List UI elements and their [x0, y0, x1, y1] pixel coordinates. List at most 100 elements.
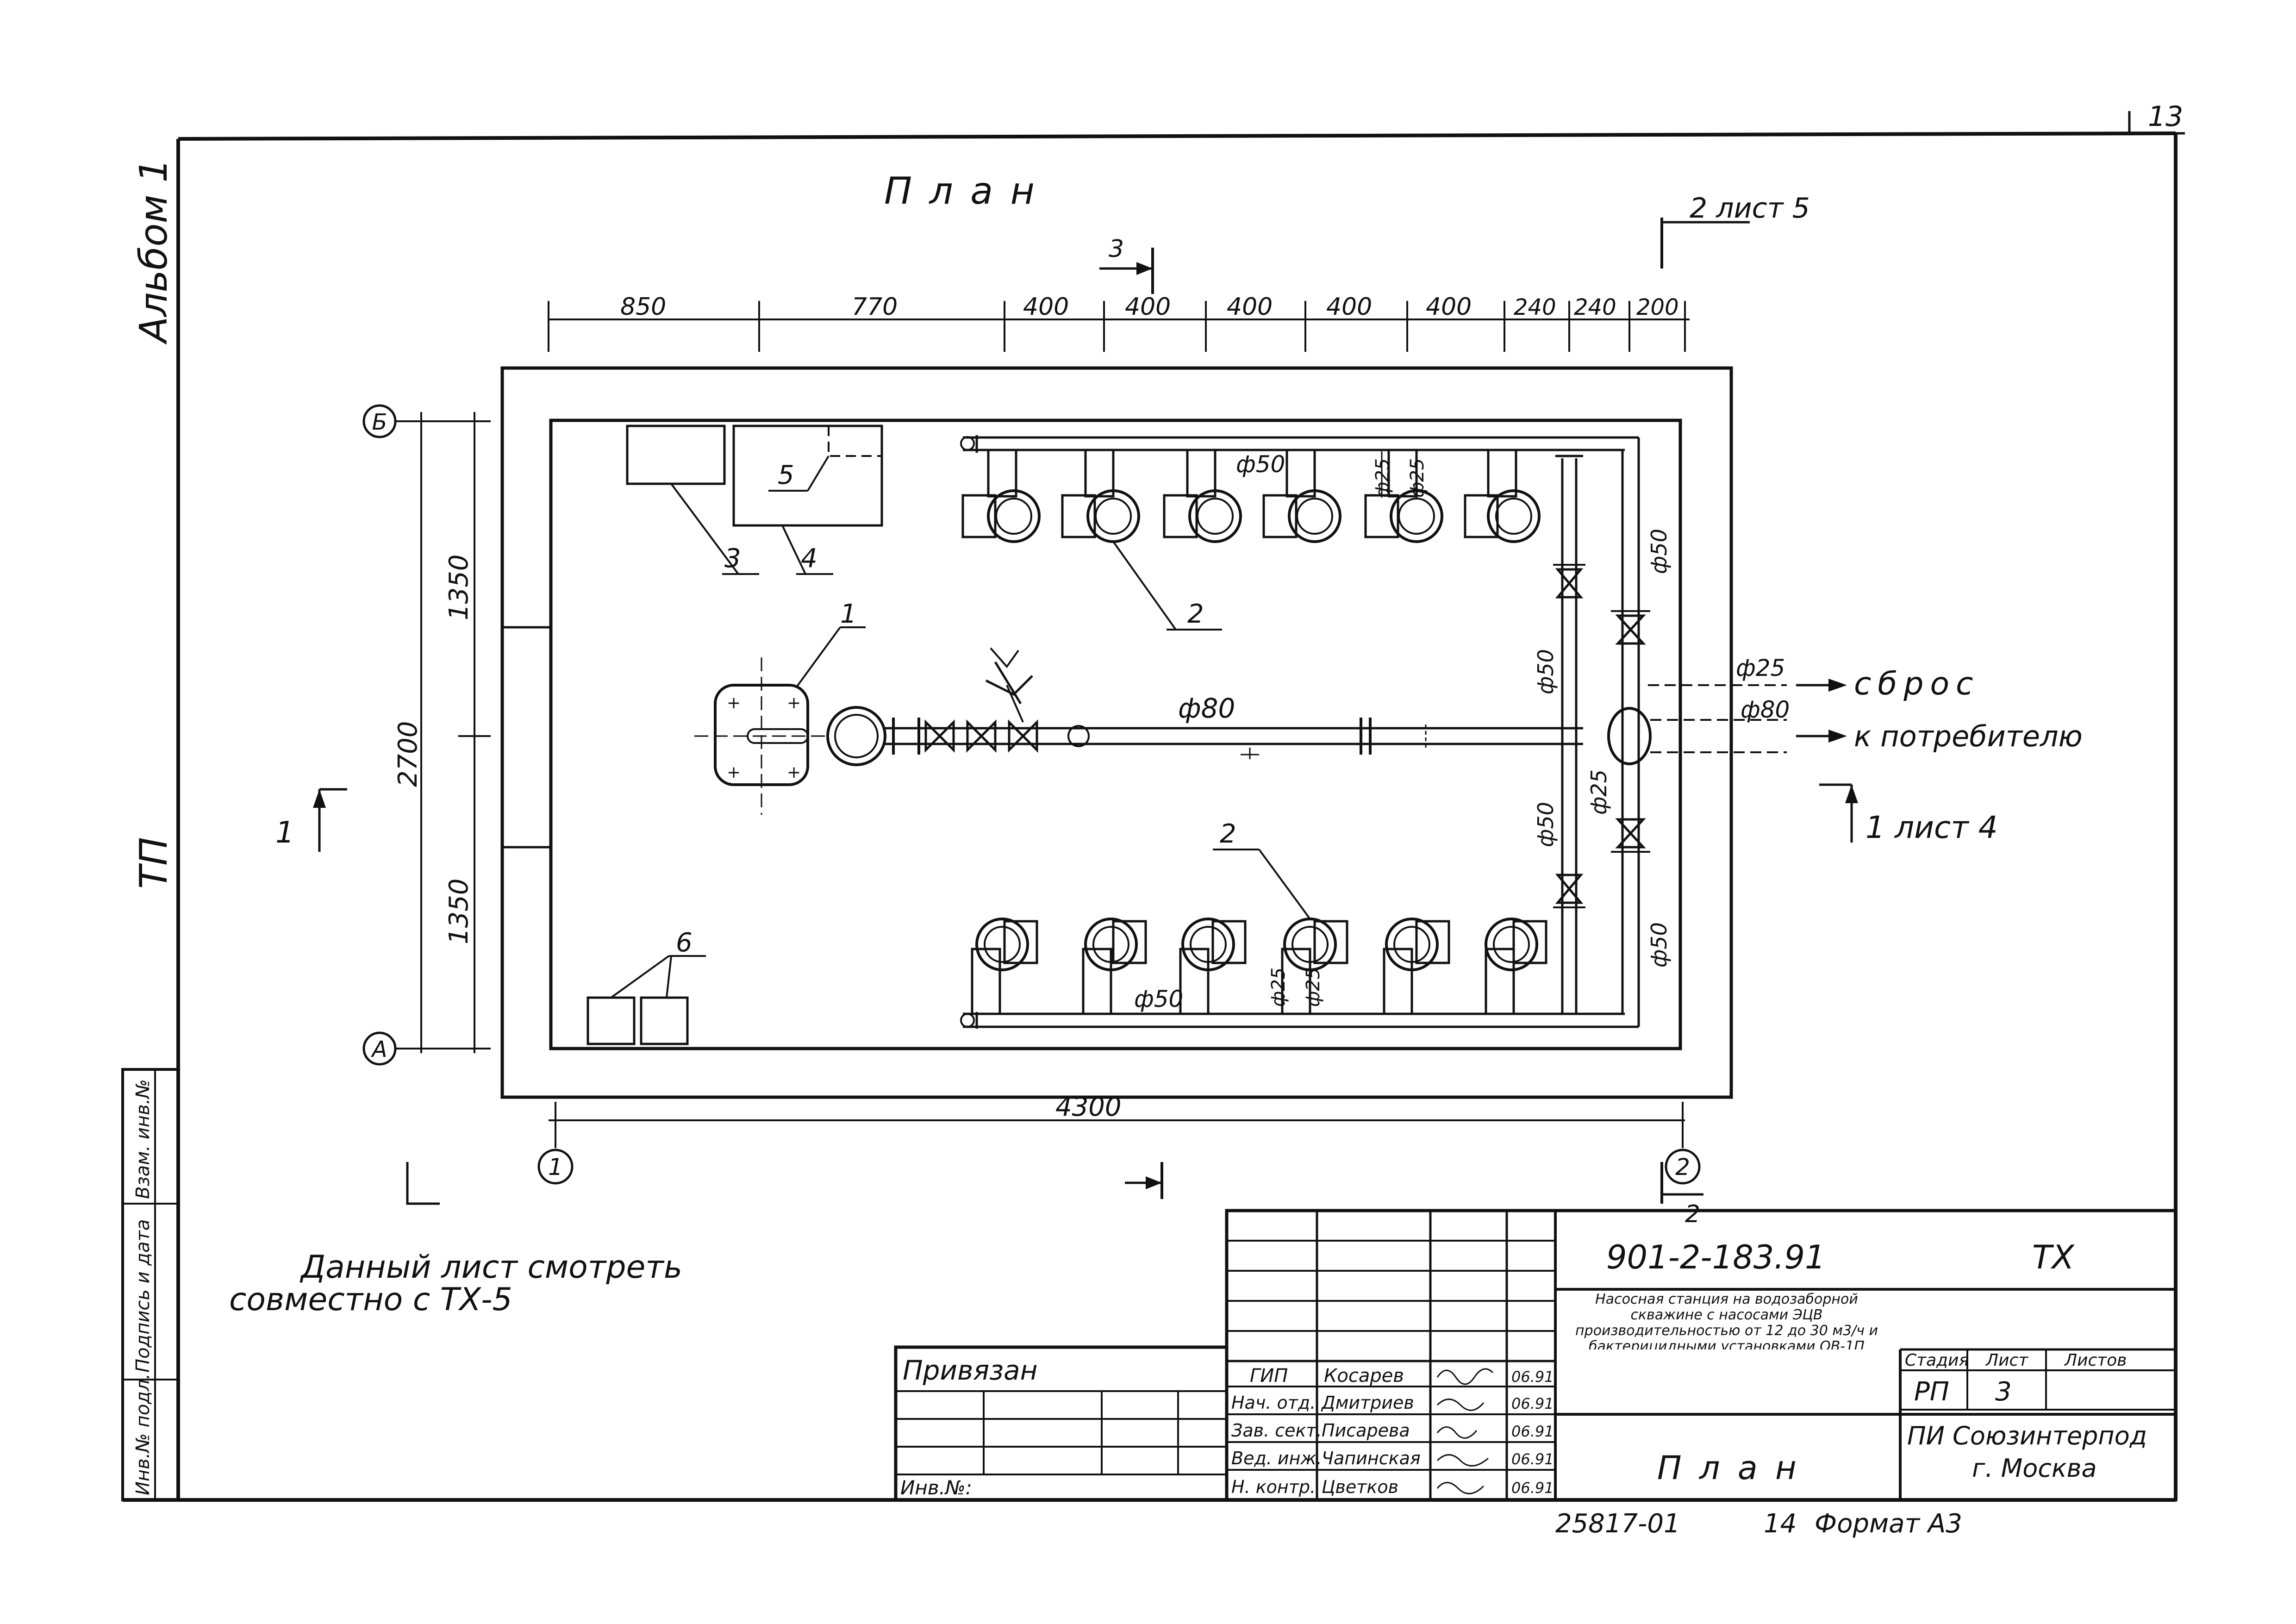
sheet-title: П л а н — [1657, 1449, 1800, 1487]
svg-text:+: + — [787, 763, 801, 782]
upper-pump-3 — [1163, 449, 1242, 543]
svg-text:+: + — [727, 763, 741, 782]
lower-pump-1 — [971, 918, 1038, 1015]
organization-line-2: г. Москва — [1972, 1454, 2097, 1483]
archive-number: 25817-01 — [1555, 1509, 1680, 1539]
left-signature-strip — [121, 1068, 180, 1501]
equipment-6-boxes — [586, 955, 706, 1045]
label-right-d50-upper: ф50 — [1647, 529, 1672, 574]
label-main-d80: ф80 — [1178, 693, 1235, 724]
strip-signature-date: Подпись и дата — [132, 1219, 154, 1373]
dim-240-1: 240 — [1514, 294, 1556, 320]
sig-date-1: 06.91 — [1511, 1368, 1554, 1386]
bottom-dimension — [549, 1102, 1685, 1148]
dim-850: 850 — [620, 293, 666, 321]
dim-400-2: 400 — [1125, 293, 1171, 321]
sig-role-5: Н. контр. — [1231, 1477, 1316, 1497]
dim-200: 200 — [1636, 294, 1679, 320]
tp-label: ТП — [132, 837, 176, 889]
axis-a-label: А — [371, 1037, 387, 1062]
section-mark-1-right — [1819, 783, 1858, 843]
label-inner-d25: ф25 — [1586, 769, 1611, 815]
title-block-grid — [894, 1209, 2177, 1502]
sig-date-3: 06.91 — [1511, 1423, 1554, 1440]
album-label: Альбом 1 — [132, 158, 176, 345]
sig-role-3: Зав. сект. — [1231, 1420, 1322, 1441]
sig-name-1: Косарев — [1324, 1365, 1404, 1387]
section-mark-2-bottom-label: 2 — [1685, 1200, 1700, 1228]
label-right-d50-lower: ф50 — [1647, 922, 1672, 968]
sig-role-4: Вед. инж. — [1231, 1448, 1322, 1468]
outlet-discharge: сброс — [1854, 666, 1979, 702]
svg-text:+: + — [727, 693, 741, 712]
lower-pump-5 — [1383, 918, 1450, 1015]
sig-name-3: Писарева — [1322, 1420, 1410, 1441]
sig-role-2: Нач. отд. — [1231, 1393, 1316, 1413]
label-inner-d50-upper: ф50 — [1533, 649, 1558, 694]
callout-5: 5 — [778, 460, 794, 490]
label-inner-d50-lower: ф50 — [1533, 802, 1558, 847]
callout-2-lower: 2 — [1220, 819, 1236, 849]
dim-770: 770 — [852, 293, 898, 321]
main-pipe-d80 — [885, 647, 1583, 759]
sig-name-4: Чапинская — [1322, 1448, 1421, 1468]
sig-date-2: 06.91 — [1511, 1395, 1554, 1412]
stage-value: РП — [1914, 1377, 1949, 1407]
upper-pump-5 — [1364, 449, 1443, 543]
dim-400-1: 400 — [1023, 293, 1069, 321]
section-mark-1-right-label: 1 лист 4 — [1866, 810, 1998, 845]
dim-2700: 2700 — [393, 721, 423, 787]
callout-3: 3 — [724, 543, 741, 574]
left-dimension-chain — [403, 412, 491, 1053]
lower-pump-3 — [1179, 918, 1247, 1015]
format-label: Формат А3 — [1815, 1509, 1962, 1539]
lower-pump-6 — [1485, 918, 1547, 1015]
axis-bubble-a — [362, 1031, 417, 1066]
outlet-consumer: к потребителю — [1854, 719, 2083, 753]
label-upper-d25-a: ф25 — [1372, 458, 1393, 498]
sheet-header: Лист — [1985, 1351, 2028, 1370]
section-mark-2-top — [1660, 218, 1750, 269]
section-mark-2-bottom — [1660, 1162, 1703, 1204]
dim-1350-lower: 1350 — [444, 878, 474, 944]
sig-name-2: Дмитриев — [1321, 1393, 1414, 1413]
axis-b-label: Б — [372, 409, 387, 435]
upper-pump-6 — [1464, 449, 1541, 543]
callout-2-lower-leader — [1213, 849, 1311, 920]
dim-240-2: 240 — [1574, 294, 1616, 320]
wellhead-unit: + + + + — [694, 626, 866, 815]
dim-400-4: 400 — [1326, 293, 1372, 321]
dim-400-3: 400 — [1227, 293, 1273, 321]
axis-bubble-2 — [1665, 1149, 1701, 1185]
upper-pump-1 — [961, 449, 1041, 543]
stage-header: Стадия — [1905, 1351, 1969, 1370]
sheet-value: 3 — [1995, 1377, 2012, 1407]
document-code: 901-2-183.91 — [1606, 1238, 1826, 1276]
label-outlet-d25: ф25 — [1736, 655, 1785, 681]
handwritten-signatures — [1436, 1368, 1494, 1494]
callout-2-upper: 2 — [1187, 599, 1204, 629]
main-vessel — [826, 706, 886, 766]
building-walls — [500, 366, 1733, 1099]
sig-role-1: ГИП — [1250, 1365, 1288, 1387]
section-code: ТХ — [2032, 1238, 2075, 1276]
equipment-3-box — [626, 425, 759, 575]
label-upper-d50: ф50 — [1236, 451, 1285, 478]
project-title: Насосная станция на водозаборной скважин… — [1575, 1292, 1878, 1349]
label-lower-d25-a: ф25 — [1268, 968, 1289, 1007]
svg-text:+: + — [787, 693, 801, 712]
callout-2-upper-leader — [1112, 541, 1222, 631]
label-lower-d25-b: ф25 — [1303, 968, 1324, 1007]
dim-1350-upper: 1350 — [444, 554, 474, 620]
page-number: 13 — [2148, 100, 2183, 133]
collector-pipes — [1553, 437, 1787, 1027]
label-lower-d50: ф50 — [1134, 986, 1183, 1012]
note-line-2: совместно с ТХ-5 — [229, 1281, 512, 1318]
sheet-index: 14 — [1764, 1509, 1797, 1539]
plan-title: П л а н — [884, 169, 1037, 212]
axis-bubble-b — [362, 404, 417, 438]
note-line-1: Данный лист смотреть — [299, 1249, 682, 1286]
section-mark-1-left-label: 1 — [275, 816, 294, 850]
section-mark-3-bottom — [406, 1162, 1163, 1205]
